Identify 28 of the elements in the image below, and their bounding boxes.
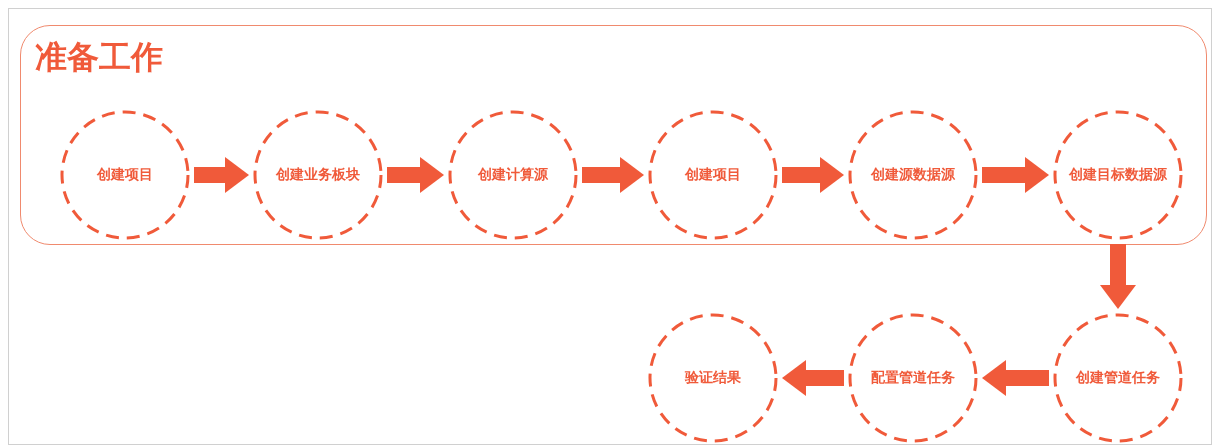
step-label: 创建项目	[97, 166, 153, 184]
step-label: 配置管道任务	[871, 369, 955, 387]
group-frame	[20, 25, 1207, 245]
dashed-circle	[848, 313, 978, 443]
frame-title: 准备工作	[35, 37, 163, 78]
step-label: 创建计算源	[478, 166, 548, 184]
block-arrow	[982, 360, 1049, 396]
dashed-circle	[1053, 313, 1183, 443]
dashed-circle	[648, 313, 778, 443]
step-label: 创建管道任务	[1076, 369, 1160, 387]
dashed-circle	[253, 110, 383, 240]
step-label: 创建源数据源	[871, 166, 955, 184]
dashed-circle	[1053, 110, 1183, 240]
block-arrow	[194, 157, 249, 193]
dashed-circle	[848, 110, 978, 240]
block-arrow	[387, 157, 444, 193]
dashed-circle	[448, 110, 578, 240]
block-arrow	[582, 157, 644, 193]
step-label: 创建业务板块	[276, 166, 360, 184]
dashed-circle	[648, 110, 778, 240]
block-arrow	[782, 157, 844, 193]
block-arrow	[982, 157, 1049, 193]
block-arrow	[1100, 244, 1136, 309]
step-label: 验证结果	[685, 369, 741, 387]
block-arrow	[782, 360, 844, 396]
step-label: 创建项目	[685, 166, 741, 184]
dashed-circle	[60, 110, 190, 240]
step-label: 创建目标数据源	[1069, 166, 1167, 184]
